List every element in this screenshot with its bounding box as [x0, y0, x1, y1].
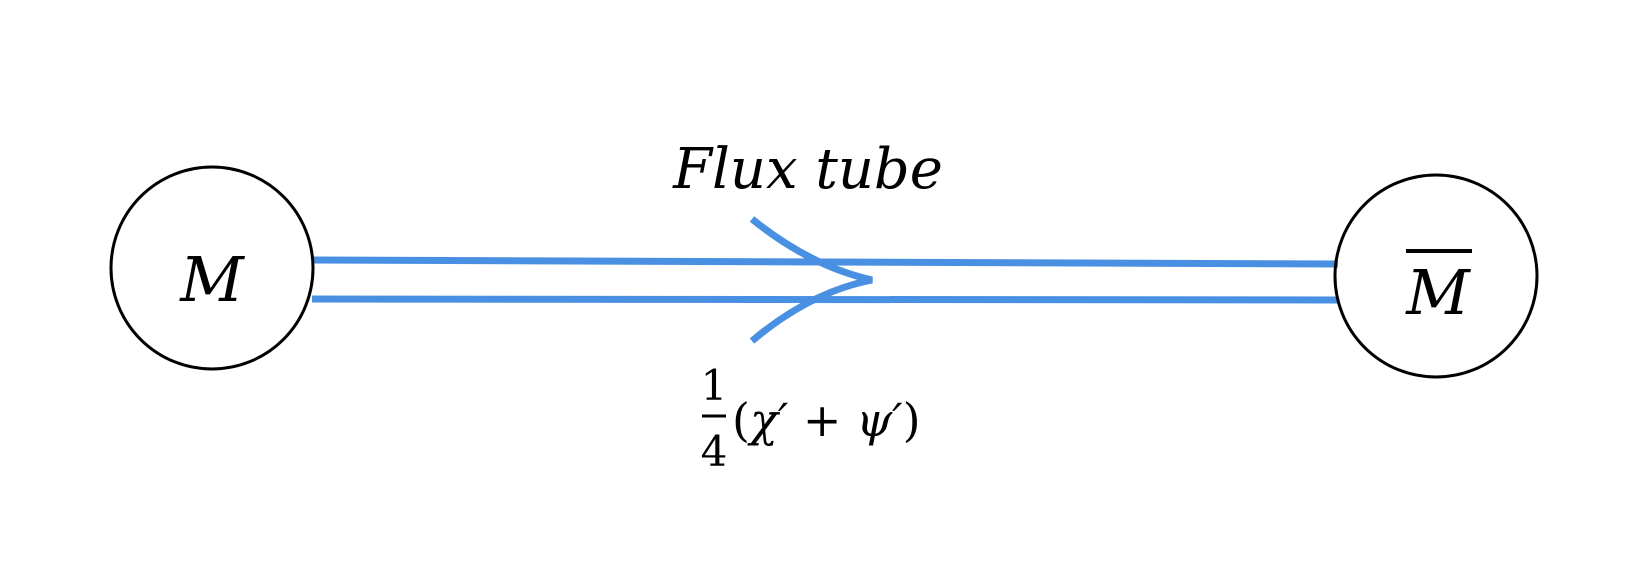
flux-tube-title: Flux tube	[672, 137, 943, 202]
close-paren: )	[903, 393, 921, 447]
flux-expression: (χ′ + ψ′)	[732, 393, 921, 447]
chi-prime: χ′	[747, 393, 789, 447]
plus-sign: +	[788, 393, 856, 447]
open-paren: (	[732, 393, 750, 447]
left-node: M	[109, 165, 315, 371]
right-node-label: M	[1405, 256, 1471, 329]
psi-prime: ψ′	[856, 393, 903, 447]
fraction-denominator: 4	[701, 427, 728, 476]
right-node: M	[1333, 173, 1539, 379]
flux-label: 1 4 (χ′ + ψ′)	[701, 361, 921, 476]
fraction-numerator: 1	[701, 361, 728, 410]
chevron-right-icon	[749, 216, 873, 344]
left-node-label: M	[179, 243, 245, 316]
right-node-circle	[1333, 173, 1539, 379]
flux-tube-lower-line	[311, 295, 1339, 304]
left-node-circle	[109, 165, 315, 371]
